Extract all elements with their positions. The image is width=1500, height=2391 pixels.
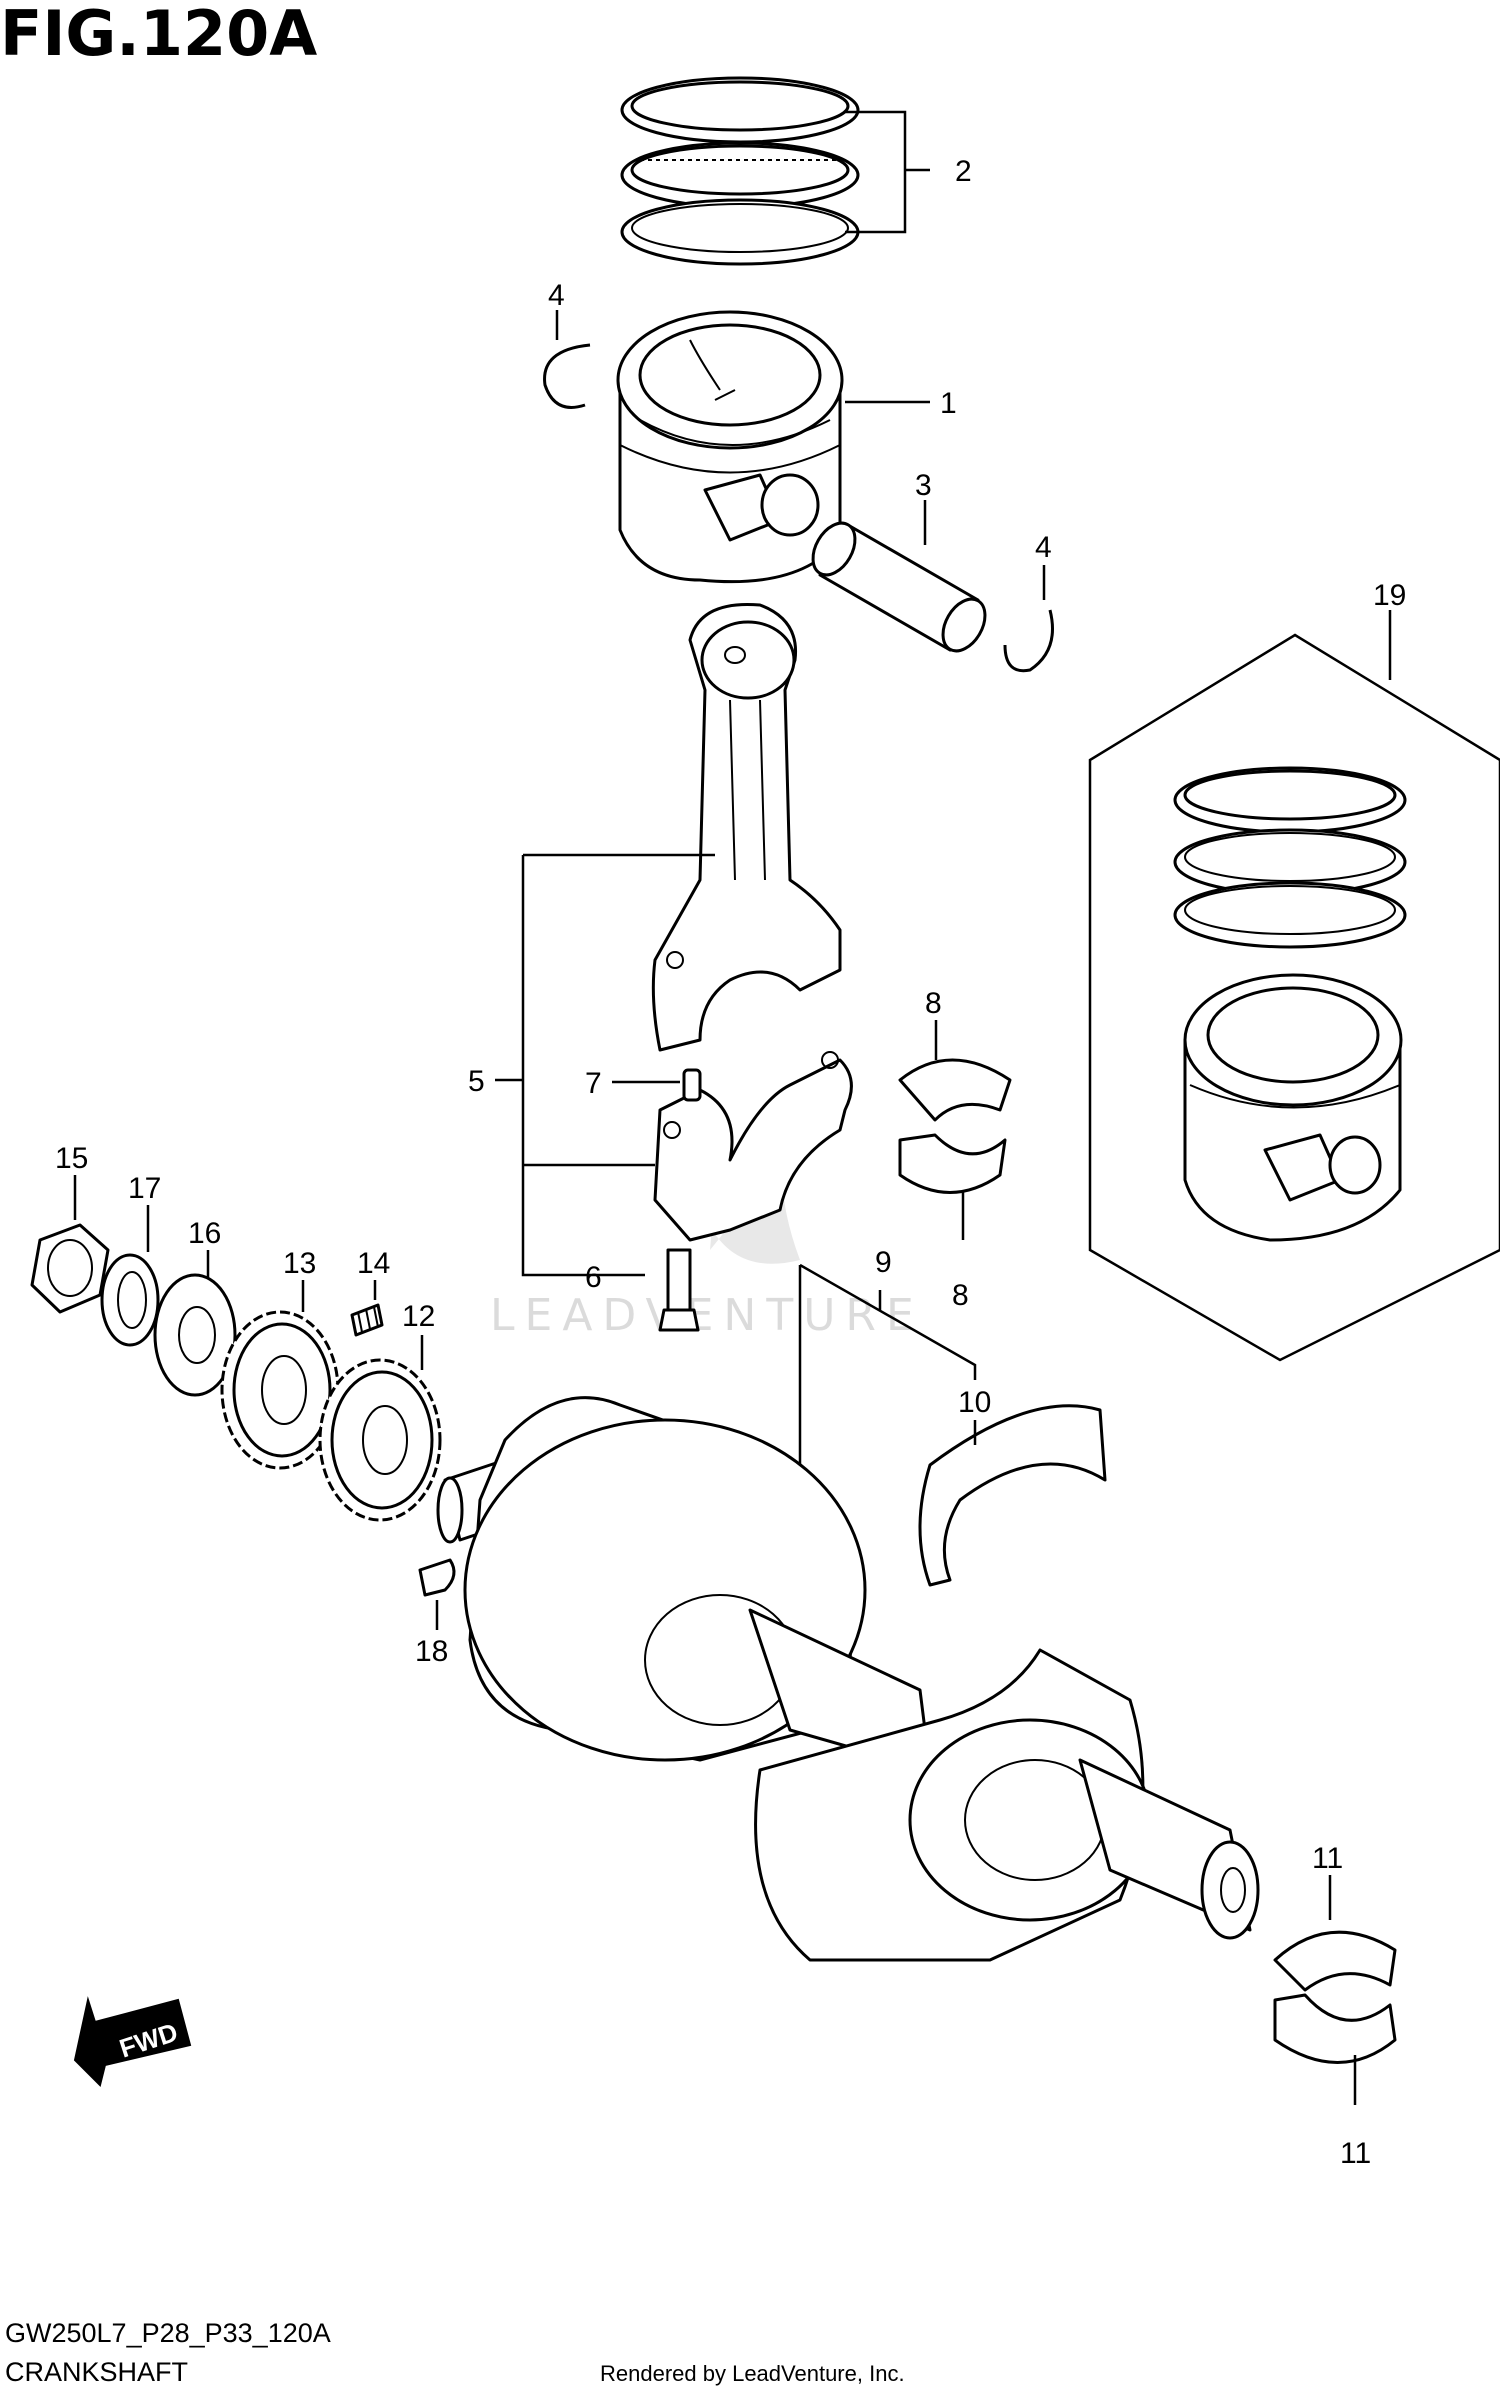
- conrod-bearing-lower[interactable]: [898, 1133, 1007, 1194]
- main-bearing-lower[interactable]: [1273, 1993, 1397, 2064]
- watermark-text: LEADVENTURE: [490, 1290, 924, 1341]
- callout-9: 9: [875, 1246, 892, 1279]
- lock-washer[interactable]: [100, 1253, 160, 1347]
- conrod-bearing-upper[interactable]: [898, 1058, 1012, 1122]
- primary-drive-gear[interactable]: [220, 1310, 340, 1470]
- callout-18: 18: [415, 1635, 448, 1668]
- callout-4a: 4: [548, 279, 565, 312]
- piston-set-box: [1088, 633, 1500, 1362]
- callout-12: 12: [402, 1300, 435, 1333]
- callout-1: 1: [940, 387, 957, 420]
- plain-washer[interactable]: [153, 1273, 237, 1397]
- callout-15: 15: [55, 1142, 88, 1175]
- figure-name: CRANKSHAFT: [5, 2357, 188, 2387]
- connecting-rod[interactable]: [651, 602, 842, 1052]
- callout-16: 16: [188, 1217, 221, 1250]
- main-bearing-upper[interactable]: [1273, 1930, 1397, 1992]
- circlip-lower[interactable]: [1003, 609, 1054, 673]
- callout-7: 7: [585, 1067, 602, 1100]
- crank-nut[interactable]: [30, 1223, 110, 1314]
- leader-2: [845, 110, 930, 234]
- callout-11a: 11: [1312, 1842, 1343, 1875]
- callout-5: 5: [468, 1065, 485, 1098]
- figure-title: FIG.120A: [0, 0, 317, 70]
- callout-13: 13: [283, 1247, 316, 1280]
- watermark: LEADVENTURE: [490, 1080, 924, 1341]
- thrust-washer[interactable]: [918, 1404, 1107, 1587]
- piston-set-rings[interactable]: [1173, 766, 1407, 949]
- rod-dowel-pin[interactable]: [682, 1068, 702, 1102]
- rod-cap[interactable]: [653, 1051, 853, 1242]
- callout-10: 10: [958, 1386, 991, 1419]
- crankshaft[interactable]: [436, 1396, 1260, 1962]
- piston-rings[interactable]: [620, 76, 860, 266]
- piston-pin[interactable]: [804, 516, 993, 658]
- callout-11b: 11: [1340, 2137, 1371, 2170]
- callout-2: 2: [955, 155, 972, 188]
- woodruff-key[interactable]: [418, 1558, 456, 1597]
- balancer-drive-gear[interactable]: [318, 1358, 442, 1522]
- circlip-upper[interactable]: [543, 343, 591, 409]
- piston-set-piston[interactable]: [1183, 973, 1403, 1242]
- callout-8a: 8: [925, 987, 942, 1020]
- callout-3: 3: [915, 469, 932, 502]
- piston[interactable]: [616, 310, 844, 584]
- callout-14: 14: [357, 1247, 390, 1280]
- leader-5-bracket: [495, 853, 715, 1277]
- leader-9: [798, 1263, 977, 1470]
- spring[interactable]: [350, 1303, 384, 1337]
- callout-6: 6: [585, 1261, 602, 1294]
- callout-17: 17: [128, 1172, 161, 1205]
- rod-bolt[interactable]: [658, 1248, 700, 1332]
- rendered-by: Rendered by LeadVenture, Inc.: [600, 2361, 905, 2386]
- fwd-arrow-icon: FWD: [73, 1996, 192, 2087]
- callout-4b: 4: [1035, 531, 1052, 564]
- callout-8b: 8: [952, 1279, 969, 1312]
- callout-19: 19: [1373, 579, 1406, 612]
- figure-code: GW250L7_P28_P33_120A: [5, 2318, 331, 2348]
